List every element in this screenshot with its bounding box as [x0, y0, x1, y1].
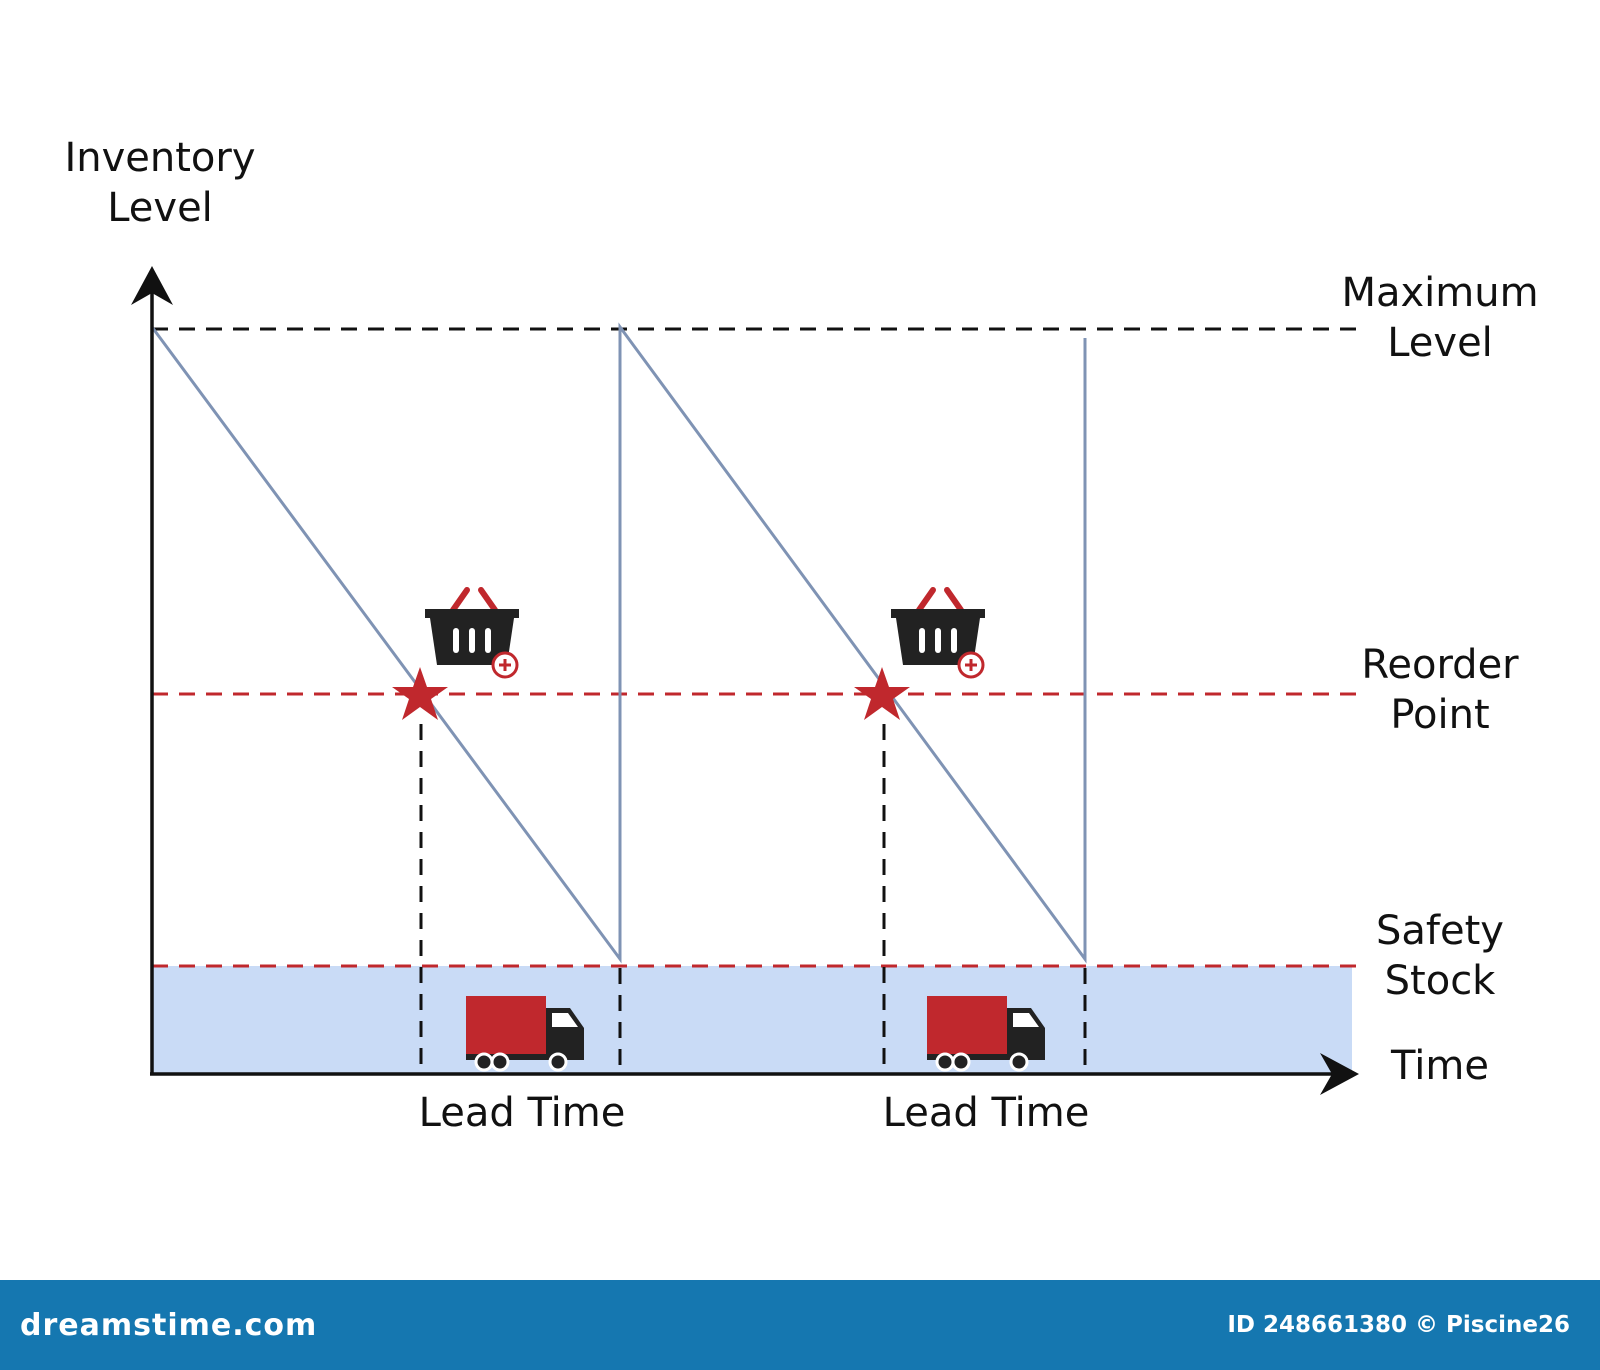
reorder-star-icon [392, 667, 448, 720]
safety-stock-band [152, 966, 1352, 1074]
inventory-diagram [131, 266, 1360, 1095]
y-axis-arrow [131, 266, 173, 305]
maximum-level-label-line-2: Level [1387, 320, 1493, 366]
lead-time-1-label: Lead Time [418, 1090, 626, 1136]
delivery-truck-icon [466, 996, 584, 1072]
safety-stock-label: Safety Stock [1320, 906, 1560, 1006]
y-axis-label: Inventory Level [40, 133, 280, 233]
footer-credit: ID 248661380 © Piscine26 [1227, 1312, 1570, 1338]
reorder-star-icon [854, 667, 910, 720]
x-axis-arrow [1320, 1053, 1359, 1095]
safety-stock-label-line-1: Safety [1376, 908, 1504, 954]
y-axis-label-line-2: Level [107, 185, 213, 231]
y-axis-label-line-1: Inventory [64, 135, 256, 181]
lead-time-markers [419, 724, 1087, 1072]
footer-bar: dreamstime.com ID 248661380 © Piscine26 [0, 1280, 1600, 1370]
shopping-basket-add-icon [891, 587, 985, 679]
reorder-point-label-line-2: Point [1390, 692, 1490, 738]
reorder-point-label: Reorder Point [1320, 640, 1560, 740]
maximum-level-label-line-1: Maximum [1341, 270, 1539, 316]
lead-time-2-label: Lead Time [882, 1090, 1090, 1136]
shopping-basket-add-icon [425, 587, 519, 679]
reorder-point-label-line-1: Reorder [1361, 642, 1519, 688]
maximum-level-label: Maximum Level [1320, 268, 1560, 368]
inventory-level-line [150, 322, 1087, 964]
x-axis-label: Time [1391, 1043, 1489, 1089]
delivery-truck-icon [927, 996, 1045, 1072]
safety-stock-label-line-2: Stock [1384, 958, 1496, 1004]
footer-brand[interactable]: dreamstime.com [20, 1308, 318, 1343]
